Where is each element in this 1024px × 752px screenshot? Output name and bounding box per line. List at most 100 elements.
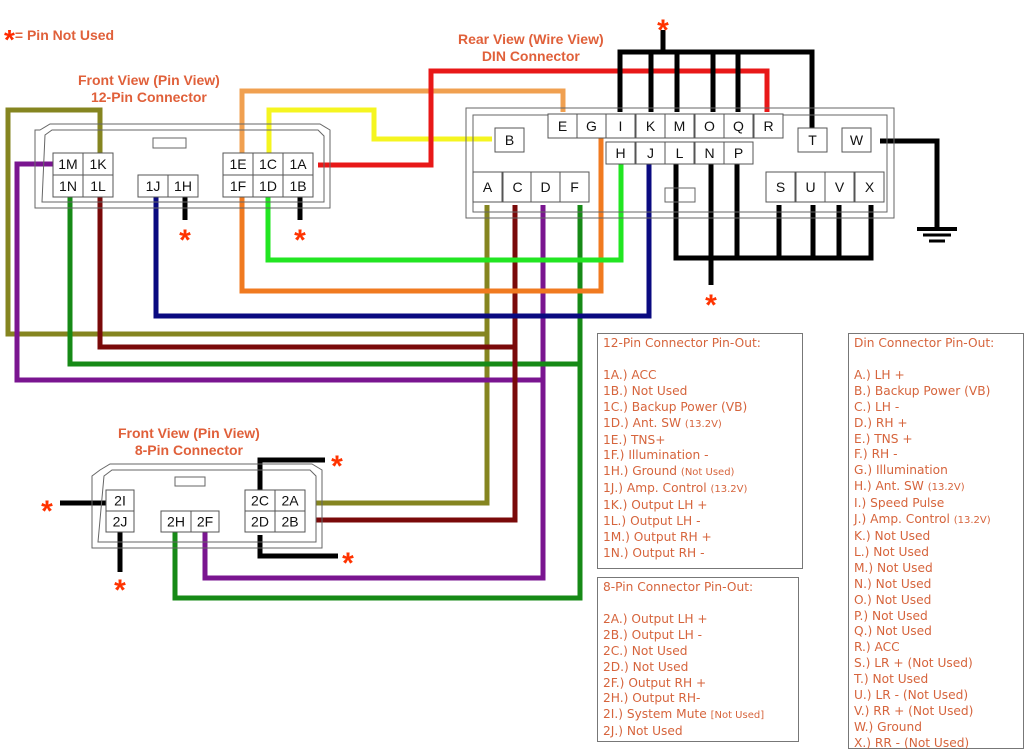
pinout-row: M.) Not Used (854, 561, 1018, 577)
pin-id: 1L.) (603, 514, 627, 529)
pin-id: S.) (854, 656, 871, 671)
pin-description: Output RH- (632, 691, 701, 706)
pin-note: (13.2V) (710, 484, 748, 496)
pin-id: K.) (854, 528, 871, 543)
wire-navy-1j-j (153, 162, 652, 319)
wire-darkred-2b (316, 347, 518, 523)
wire-purple-1m-d (14, 161, 546, 383)
pin-description: Ground (877, 719, 922, 734)
pinout-row: S.) LR + (Not Used) (854, 656, 1018, 672)
pin-din-u-box (795, 171, 826, 203)
pin-note: (13.2V) (927, 482, 965, 494)
pinout-row: R.) ACC (854, 640, 1018, 656)
pin-din-e-box (547, 113, 578, 139)
not-used-asterisk-icon-1h: * (179, 224, 191, 257)
din-title: Rear View (Wire View) DIN Connector (458, 31, 604, 65)
pin-din-l-box (664, 141, 695, 165)
pin-id: 1A.) (603, 367, 628, 382)
pin-din-f-box (559, 171, 590, 203)
pin-id: 2B.) (603, 627, 628, 642)
pin-id: T.) (854, 672, 869, 687)
pinout-row: J.) Amp. Control (13.2V) (854, 512, 1018, 529)
wire-orange-1e-e (239, 88, 566, 155)
pin-din-l: L (676, 145, 684, 161)
pin-description: System Mute (626, 707, 707, 722)
pin-1d: 1D (259, 178, 277, 194)
pinout-row: 1J.) Amp. Control (13.2V) (603, 481, 797, 498)
pinout-row: W.) Ground (854, 720, 1018, 736)
pin-din-s: S (776, 179, 785, 195)
pinout-row: I.) Speed Pulse (854, 496, 1018, 512)
pin-din-c-box (502, 171, 533, 203)
wire-black-top-bus (617, 49, 815, 130)
pin-description: RR - (Not Used) (874, 735, 970, 750)
wire-black-2d (257, 535, 338, 559)
pinout-row: 1D.) Ant. SW (13.2V) (603, 416, 797, 433)
din-pinout-title: Din Connector Pin-Out: (854, 336, 995, 350)
pin-din-t: T (808, 132, 817, 148)
pin-din-d-box (530, 171, 561, 203)
pin-1m: 1M (58, 156, 77, 172)
pin-description: Not Used (872, 672, 929, 687)
pin-2j: 2J (113, 514, 128, 530)
eight-pin-title: Front View (Pin View) 8-Pin Connector (118, 425, 260, 459)
eight-pin-connector-label: 8-Pin Connector (134, 442, 243, 458)
pin-id: 1C.) (603, 399, 628, 414)
pin-din-v-box (824, 171, 855, 203)
pin-id: 2I.) (603, 707, 623, 722)
pin-id: 1N.) (603, 545, 629, 560)
pin-din-n: N (704, 145, 714, 161)
pin-description: Not Used (631, 383, 688, 398)
pin-description: Not Used (877, 560, 933, 575)
not-used-asterisk-icon-din-bottom: * (705, 289, 717, 322)
eight-pin-pinout-table: 8-Pin Connector Pin-Out: 2A.) Output LH … (597, 577, 799, 742)
pinout-row: 2I.) System Mute [Not Used] (603, 707, 793, 724)
wire-red-1a-r (318, 68, 770, 168)
pin-din-w-box (841, 127, 872, 153)
pin-id: G.) (854, 463, 873, 478)
pin-id: 1K.) (603, 498, 628, 513)
pin-din-e: E (558, 118, 567, 134)
pin-din-g: G (586, 118, 597, 134)
pin-2j-box (105, 510, 135, 533)
pin-din-v: V (835, 179, 845, 195)
wire-darkred-1l-c (97, 190, 518, 350)
pin-din-r-box (753, 113, 784, 139)
pin-description: Output LH - (630, 514, 701, 529)
pin-description: Output LH + (631, 498, 708, 513)
pin-2b-box (274, 510, 306, 533)
pin-description: Output RH + (633, 529, 712, 544)
pin-2f: 2F (197, 514, 213, 530)
pin-description: LR - (Not Used) (875, 688, 969, 703)
pin-din-u: U (805, 179, 815, 195)
pin-din-c: C (512, 179, 522, 195)
pin-1h-box (167, 174, 199, 198)
pin-description: TNS + (874, 431, 913, 446)
legend: *= Pin Not Used (4, 24, 114, 56)
pin-description: RH - (871, 447, 898, 462)
pin-2b: 2B (281, 514, 298, 530)
pin-description: Backup Power (VB) (631, 399, 748, 414)
pin-description: Backup Power (VB) (874, 383, 991, 398)
pin-description: RH + (875, 415, 908, 430)
legend-text: = Pin Not Used (14, 27, 115, 43)
pin-1a: 1A (289, 156, 307, 172)
pinout-row: 2J.) Not Used (603, 724, 793, 740)
not-used-asterisk-icon-2j: * (114, 574, 126, 607)
pin-id: 2C.) (603, 643, 628, 658)
pin-note: (13.2V) (953, 515, 991, 527)
pin-description: Amp. Control (626, 481, 707, 496)
pin-din-o: O (704, 118, 715, 134)
pin-description: Illumination - (628, 448, 709, 463)
pin-id: D.) (854, 415, 873, 430)
pinout-row: 1H.) Ground (Not Used) (603, 464, 797, 481)
pin-din-m-box (664, 113, 695, 139)
wire-black-2c (257, 457, 325, 490)
pin-1h: 1H (174, 178, 192, 194)
pinout-row: U.) LR - (Not Used) (854, 688, 1018, 704)
eight-pin-housing-inner (97, 469, 317, 543)
pinout-row: 2D.) Not Used (603, 660, 793, 676)
pinout-row: Q.) Not Used (854, 624, 1018, 640)
pin-id: A.) (854, 367, 871, 382)
